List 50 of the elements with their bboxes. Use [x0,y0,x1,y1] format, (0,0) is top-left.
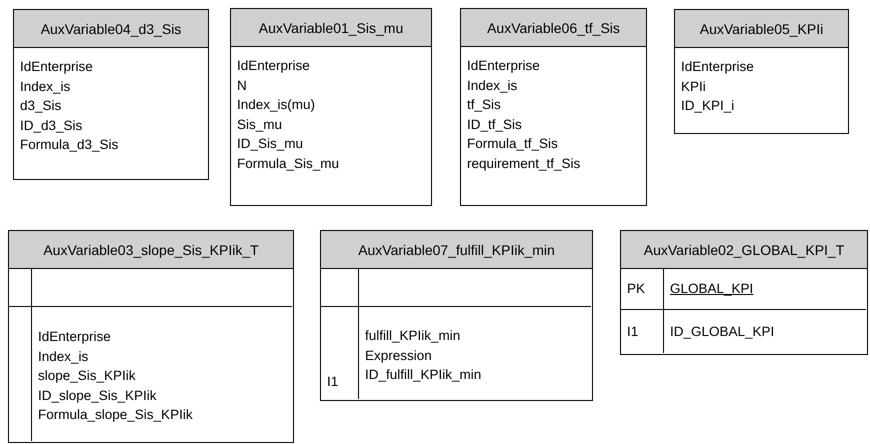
field-name: slope_Sis_KPIik [38,367,136,385]
table-box [460,8,647,206]
key-marker: I1 [627,322,638,341]
table-title: AuxVariable05_KPIi [675,10,848,48]
field-name: d3_Sis [20,97,62,115]
field-name: Formula_d3_Sis [20,136,118,154]
field-name: Index_is [38,348,88,366]
key-marker: PK [627,280,646,298]
table-title: AuxVariable03_slope_Sis_KPIik_T [9,231,293,269]
field-name: IdEnterprise [467,57,540,75]
field-name: ID_fulfill_KPIik_min [365,366,482,384]
field-name: Index_is [467,76,518,95]
field-name: Formula_slope_Sis_KPIik [38,406,193,424]
field-name: Formula_tf_Sis [467,135,558,153]
field-name: ID_GLOBAL_KPI [670,322,774,341]
field-name: Sis_mu [237,116,282,134]
table-box [620,230,868,355]
field-name: GLOBAL_KPI [670,280,754,298]
table-title: AuxVariable04_d3_Sis [14,10,208,48]
key-cell [621,268,664,310]
key-cell [321,268,359,307]
table-title: AuxVariable07_fulfill_KPIik_min [321,231,592,269]
field-name: IdEnterprise [38,328,111,346]
field-name: ID_d3_Sis [20,116,82,135]
field-name: requirement_tf_Sis [467,154,580,173]
table-title: AuxVariable01_Sis_mu [231,9,431,47]
field-name: KPIi [681,78,706,96]
field-name: Index_is(mu) [237,96,316,114]
field-name: IdEnterprise [237,57,310,75]
table-box [8,230,294,443]
table-box [230,8,432,206]
key-marker: I1 [327,372,338,390]
field-name: ID_slope_Sis_KPIik [38,386,157,405]
table-box [13,9,209,180]
table-box [674,9,849,134]
field-name: fulfill_KPIik_min [365,327,460,345]
field-name: Index_is [20,78,70,96]
field-name: Expression [365,346,432,365]
table-title: AuxVariable02_GLOBAL_KPI_T [621,231,867,269]
field-name: ID_tf_Sis [467,116,522,134]
field-name: tf_Sis [467,96,501,114]
field-name: ID_KPI_i [681,97,734,115]
table-box [320,230,593,401]
table-title: AuxVariable06_tf_Sis [461,9,646,47]
field-name: N [237,76,247,94]
field-name: Formula_Sis_mu [237,154,340,173]
field-name: IdEnterprise [20,58,93,76]
field-name: IdEnterprise [681,58,754,76]
key-cell [9,268,32,307]
field-name: ID_Sis_mu [237,135,304,153]
